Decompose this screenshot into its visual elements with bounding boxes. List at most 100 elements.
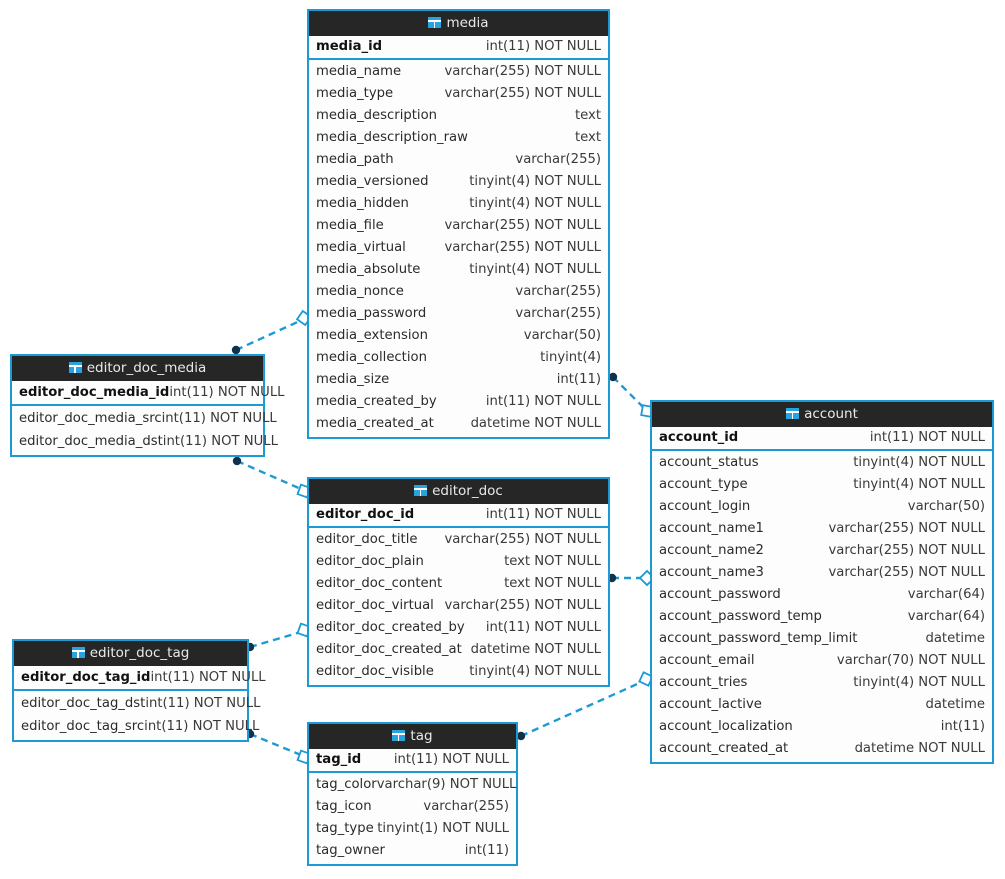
table-row[interactable]: media_password varchar(255)	[309, 303, 608, 325]
table-row[interactable]: editor_doc_tag_id int(11) NOT NULL	[14, 666, 266, 689]
field-name: media_extension	[316, 328, 428, 343]
table-row[interactable]: media_id int(11) NOT NULL	[309, 36, 608, 58]
field-name: editor_doc_content	[316, 576, 443, 591]
table-icon	[428, 17, 442, 28]
field-name: media_created_by	[316, 394, 437, 409]
field-type: tinyint(4) NOT NULL	[853, 455, 985, 470]
entity-account-header: account	[652, 402, 992, 427]
field-name: media_virtual	[316, 240, 406, 255]
field-type: varchar(64)	[907, 587, 985, 602]
entity-editor_doc[interactable]: editor_doc editor_doc_id int(11) NOT NUL…	[307, 477, 610, 687]
table-row[interactable]: account_password varchar(64)	[652, 584, 992, 606]
entity-account[interactable]: account account_id int(11) NOT NULL acco…	[650, 400, 994, 764]
field-name: tag_owner	[316, 843, 385, 858]
table-row[interactable]: tag_id int(11) NOT NULL	[309, 749, 516, 771]
table-row[interactable]: account_status tinyint(4) NOT NULL	[652, 452, 992, 474]
field-type: tinyint(4) NOT NULL	[853, 477, 985, 492]
table-icon	[392, 730, 406, 741]
field-name: media_absolute	[316, 262, 421, 277]
field-name: media_nonce	[316, 284, 404, 299]
field-name: media_collection	[316, 350, 427, 365]
table-row[interactable]: editor_doc_media_id int(11) NOT NULL	[12, 381, 285, 404]
field-name: media_name	[316, 64, 402, 79]
field-name: media_type	[316, 86, 394, 101]
field-type: tinyint(4) NOT NULL	[469, 262, 601, 277]
field-name: editor_doc_tag_src	[21, 719, 145, 734]
field-name: media_password	[316, 306, 427, 321]
field-type: varchar(255)	[515, 306, 601, 321]
field-type: int(11) NOT NULL	[169, 385, 285, 400]
entity-editor_doc_media[interactable]: editor_doc_media editor_doc_media_id int…	[10, 354, 285, 457]
field-type: int(11) NOT NULL	[393, 752, 509, 767]
field-name: account_created_at	[659, 741, 789, 756]
field-name: media_created_at	[316, 416, 434, 431]
table-row[interactable]: editor_doc_id int(11) NOT NULL	[309, 504, 608, 526]
field-name: editor_doc_id	[316, 507, 415, 522]
table-row[interactable]: media_absolute tinyint(4) NOT NULL	[309, 259, 608, 281]
relationship-editor_doc-account	[607, 569, 656, 587]
field-name: account_password	[659, 587, 781, 602]
field-type: varchar(255) NOT NULL	[828, 521, 986, 536]
field-type: text NOT NULL	[504, 554, 601, 569]
field-type: text	[574, 108, 601, 123]
field-type: datetime	[925, 697, 985, 712]
entity-editor_doc-header: editor_doc	[309, 479, 608, 504]
field-type: tinyint(4) NOT NULL	[469, 174, 601, 189]
table-row[interactable]: account_id int(11) NOT NULL	[652, 427, 992, 449]
field-name: account_status	[659, 455, 759, 470]
field-type: varchar(255) NOT NULL	[828, 565, 986, 580]
entity-editor_doc_tag[interactable]: editor_doc_tag editor_doc_tag_id int(11)…	[12, 639, 266, 742]
field-name: account_id	[659, 430, 739, 445]
field-name: media_size	[316, 372, 390, 387]
field-type: varchar(255)	[515, 152, 601, 167]
field-type: varchar(9) NOT NULL	[376, 777, 517, 792]
entity-account-fields: account_status tinyint(4) NOT NULL accoun…	[652, 451, 992, 762]
entity-media[interactable]: media media_id int(11) NOT NULL media_na…	[307, 9, 610, 439]
